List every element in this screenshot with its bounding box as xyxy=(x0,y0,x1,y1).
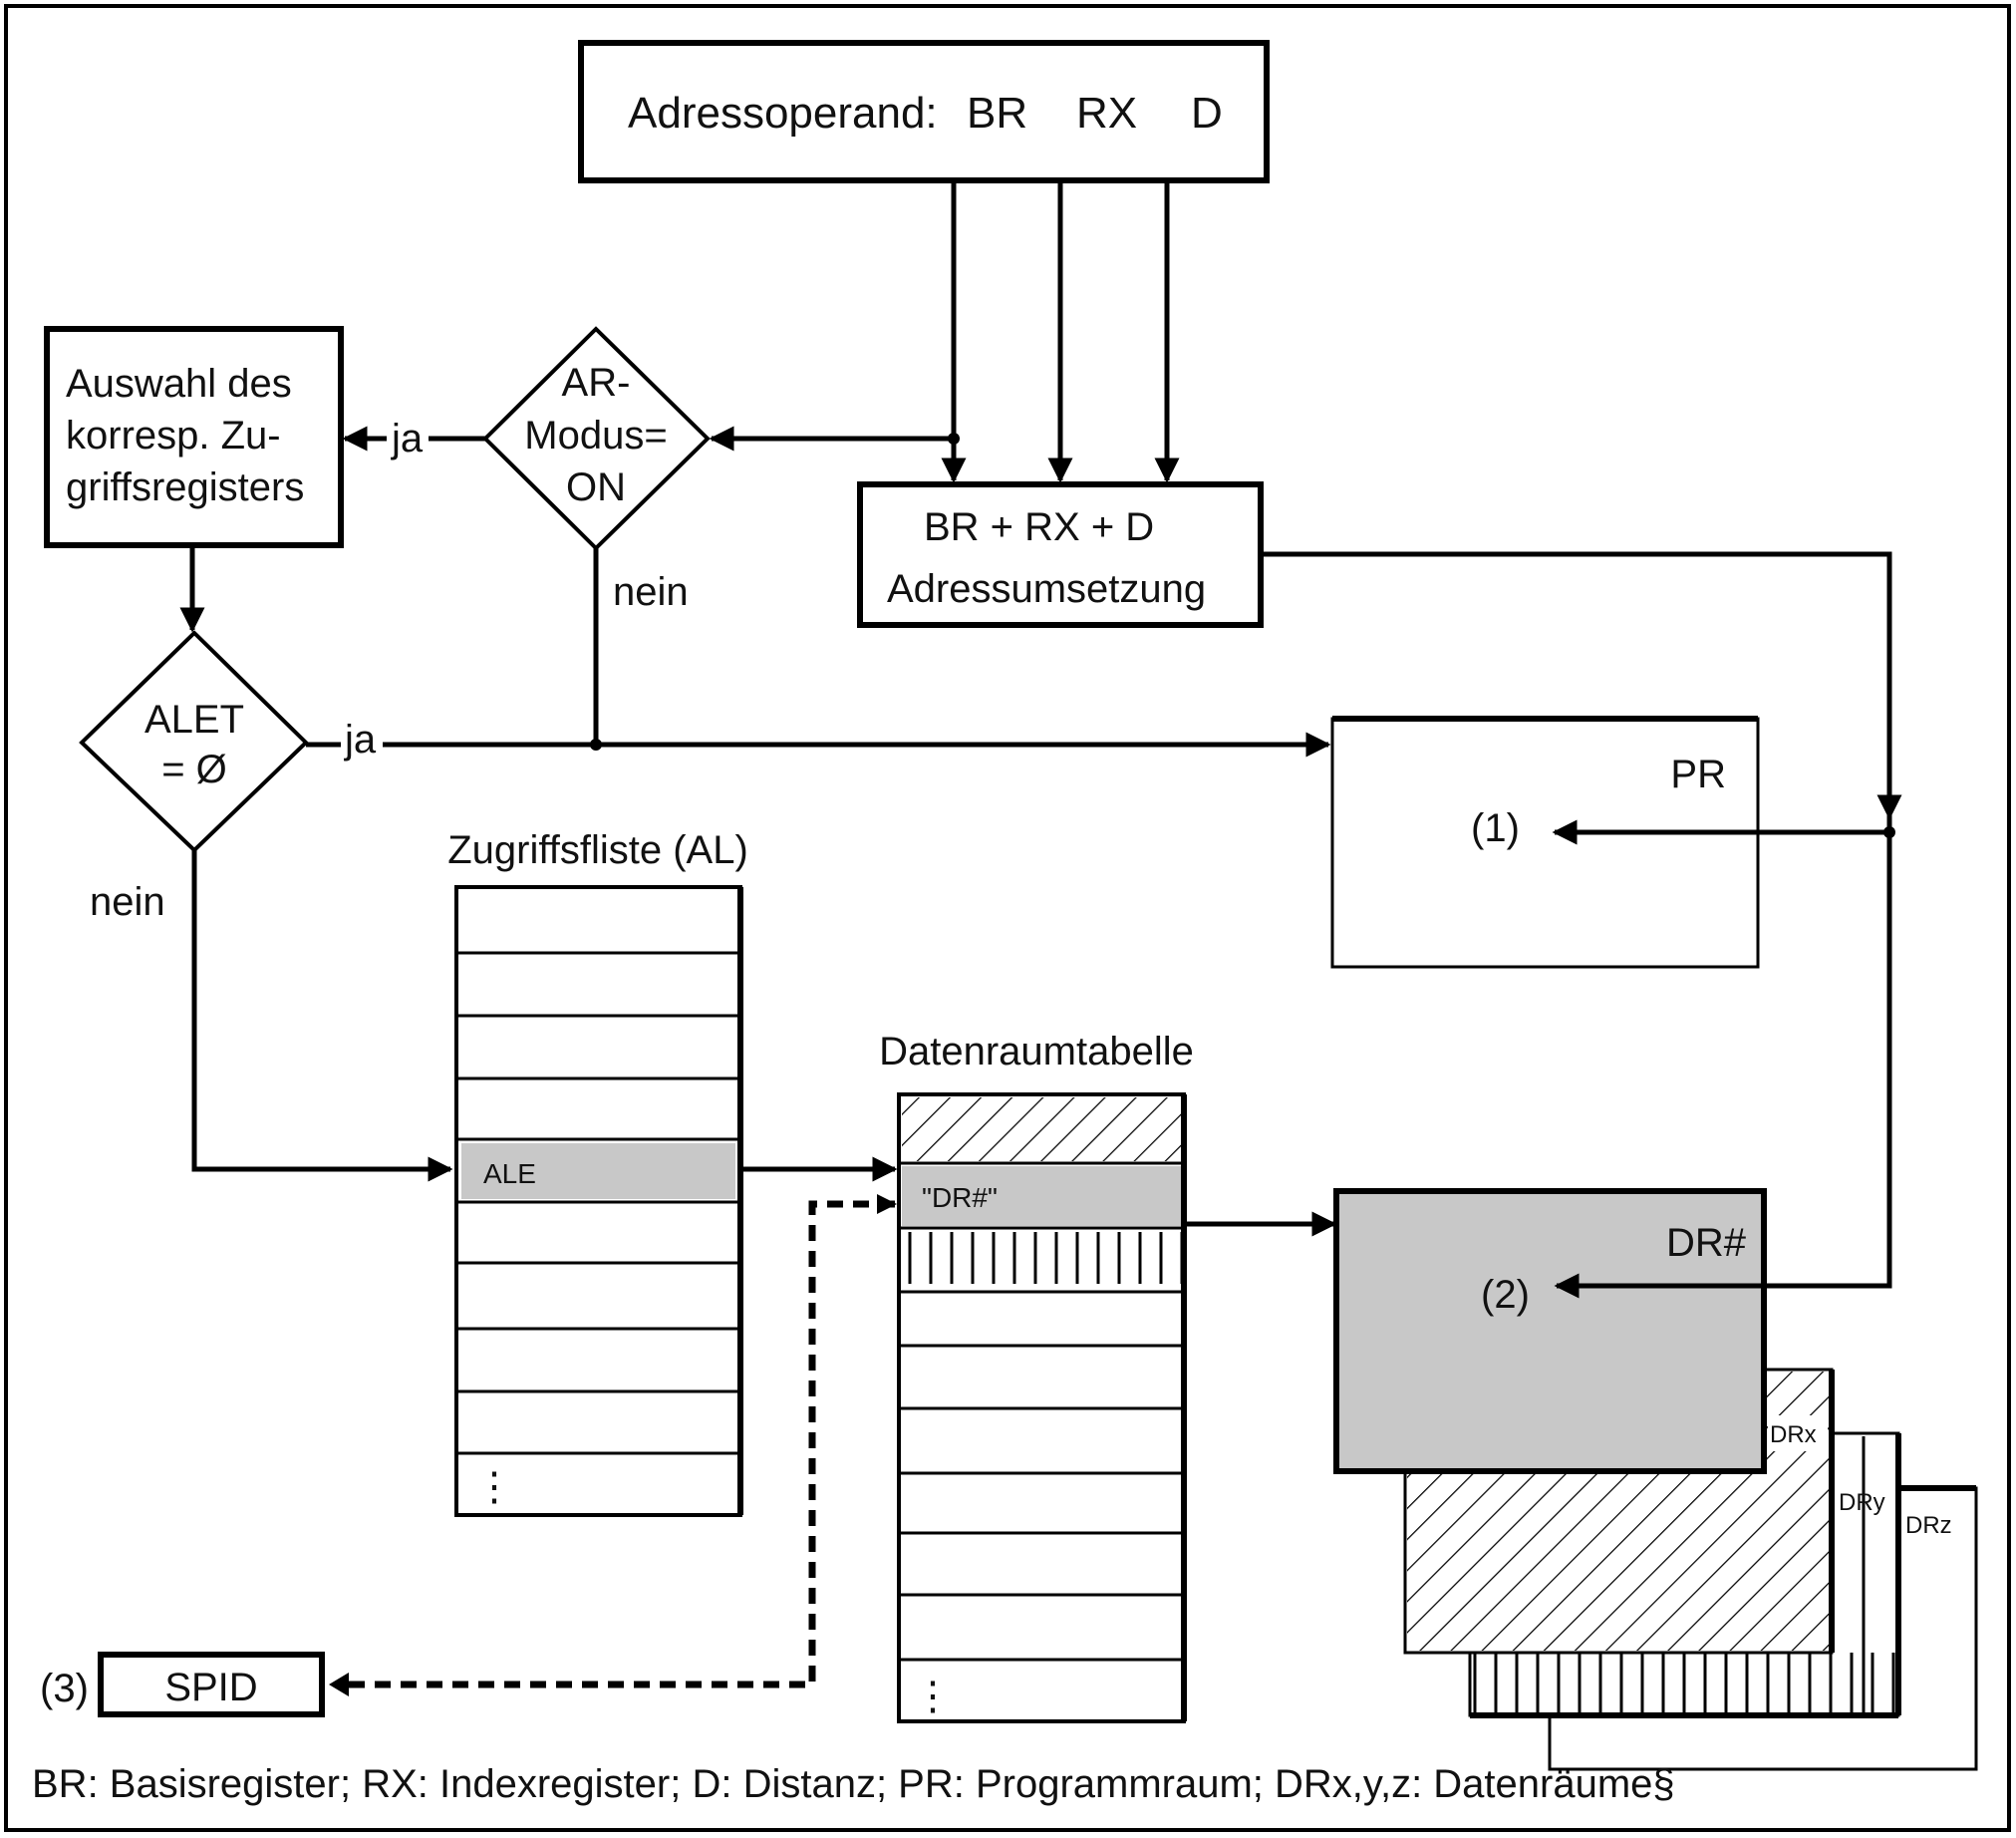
select-register-line2: korresp. Zu- xyxy=(66,414,281,458)
spid-marker: (3) xyxy=(40,1667,89,1710)
select-register-box: Auswahl des korresp. Zu- griffsregisters xyxy=(44,326,344,548)
field-d: D xyxy=(1191,89,1223,138)
alet-no-label: nein xyxy=(90,880,165,924)
spid-box: (3) SPID xyxy=(40,1652,325,1717)
figure-frame xyxy=(4,4,2011,1832)
data-space-table-title: Datenraumtabelle xyxy=(879,1030,1194,1073)
address-formula: BR + RX + D xyxy=(924,505,1154,549)
ar-mode-line2: Modus= xyxy=(524,414,667,458)
drx-label: DRx xyxy=(1770,1421,1817,1448)
data-space-stack: DRz DRy DRx DR# (2) xyxy=(1333,1188,1978,1771)
data-space-title: DR# xyxy=(1666,1221,1747,1265)
drt-continuation: ⋮ xyxy=(913,1675,953,1718)
arrowhead-dashed-spid xyxy=(329,1673,349,1696)
alet-line1: ALET xyxy=(144,698,244,742)
data-space-table: Datenraumtabelle "DR#" ⋮ xyxy=(879,1030,1194,1723)
ar-no-label: nein xyxy=(613,570,689,614)
figure-caption: BR: Basisregister; RX: Indexregister; D:… xyxy=(32,1762,1675,1806)
drt-header-hatched xyxy=(902,1097,1181,1161)
address-operand-box: Adressoperand: BR RX D xyxy=(578,40,1270,183)
drt-vlines-row xyxy=(902,1232,1181,1284)
arrowhead-dashed-drt xyxy=(877,1194,897,1214)
field-br: BR xyxy=(967,89,1027,138)
connector-spid-dashed xyxy=(335,1200,895,1688)
alet-decision: ALET = Ø xyxy=(79,630,309,853)
select-register-line3: griffsregisters xyxy=(66,465,304,509)
access-list-title: Zugriffsfliste (AL) xyxy=(447,828,748,872)
junction-dot xyxy=(590,739,602,751)
data-space-dr-main xyxy=(1333,1188,1767,1474)
select-register-line1: Auswahl des xyxy=(66,362,292,406)
ar-mode-decision: AR- Modus= ON xyxy=(482,326,711,551)
program-space-marker: (1) xyxy=(1471,806,1520,850)
alet-line2: = Ø xyxy=(161,748,227,791)
access-list: Zugriffsfliste (AL) ALE ⋮ xyxy=(447,828,748,1517)
address-translation-label: Adressumsetzung xyxy=(887,567,1206,611)
drt-entry-dr xyxy=(902,1166,1181,1226)
data-space-marker: (2) xyxy=(1481,1273,1530,1317)
address-operand-label: Adressoperand: xyxy=(628,89,938,138)
field-rx: RX xyxy=(1076,89,1137,138)
program-space-box: PR (1) xyxy=(1330,716,1760,969)
drt-entry-label: "DR#" xyxy=(922,1182,998,1213)
spid-label: SPID xyxy=(164,1666,257,1709)
ar-mode-line3: ON xyxy=(566,465,626,509)
program-space-title: PR xyxy=(1670,753,1726,796)
access-list-continuation: ⋮ xyxy=(474,1465,514,1509)
ar-yes-label: ja xyxy=(391,417,424,460)
connector-alet-no xyxy=(191,850,453,1182)
address-translation-box: BR + RX + D Adressumsetzung xyxy=(857,481,1264,628)
drz-label: DRz xyxy=(1905,1512,1952,1539)
dry-label: DRy xyxy=(1839,1489,1885,1516)
alet-yes-label: ja xyxy=(344,718,377,762)
access-list-entry-ale xyxy=(461,1143,735,1199)
ale-label: ALE xyxy=(483,1158,536,1189)
ar-mode-line1: AR- xyxy=(562,361,631,405)
